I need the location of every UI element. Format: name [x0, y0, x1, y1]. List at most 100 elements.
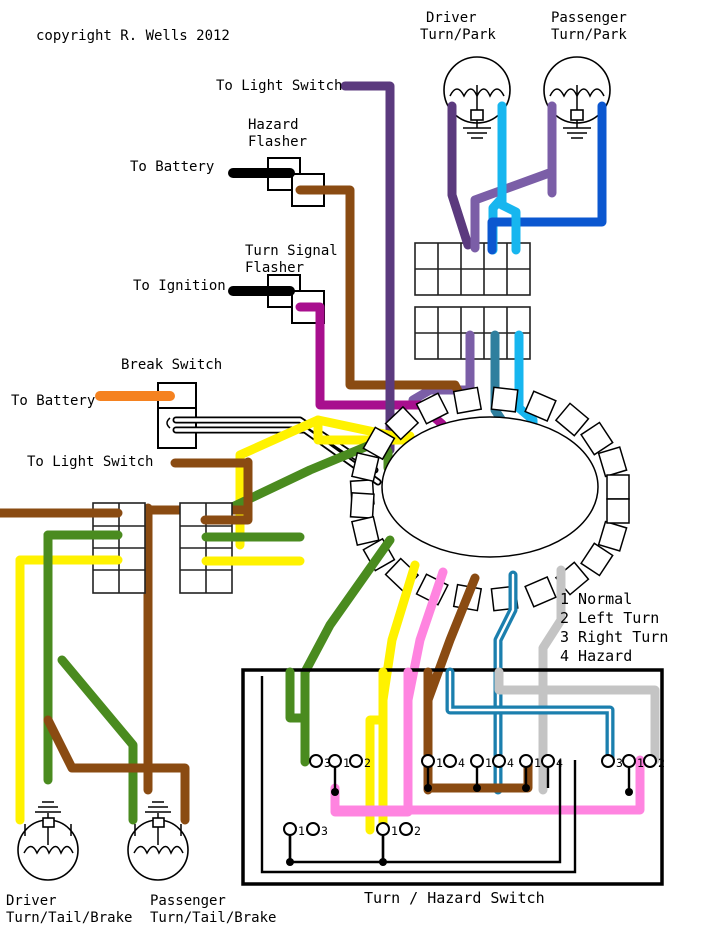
- label-passenger-tail-line1: Passenger: [150, 893, 226, 909]
- label-driver-tail-line2: Turn/Tail/Brake: [6, 910, 133, 926]
- switch-terminal-t-r1[interactable]: 1: [328, 754, 350, 770]
- switch-terminal-t-c4a[interactable]: 4: [443, 754, 465, 770]
- label-turn-signal-flasher-line2: Flasher: [245, 260, 305, 276]
- passenger-tail-bulb: [127, 801, 189, 881]
- ring-contact-upper-3[interactable]: [362, 426, 396, 461]
- junction-dot: [286, 858, 294, 866]
- switch-terminal-t-c1c[interactable]: 1: [519, 754, 541, 770]
- switch-terminal-t-c4c[interactable]: 4: [541, 754, 563, 770]
- switch-terminal-b-3a[interactable]: 3: [306, 822, 328, 838]
- switch-caption: Turn / Hazard Switch: [364, 889, 545, 907]
- switch-terminal-t-c1a[interactable]: 1: [421, 754, 443, 770]
- label-hazard-flasher-line2: Flasher: [248, 134, 308, 150]
- terminal-number: 4: [507, 756, 514, 770]
- copyright-label: copyright R. Wells 2012: [36, 28, 230, 44]
- ring-contact-lower-11[interactable]: [597, 520, 628, 552]
- label-passenger-tail-line2: Turn/Tail/Brake: [150, 910, 277, 926]
- connector-block-left-1: [92, 502, 146, 594]
- sw-black-rail-2: [260, 676, 577, 874]
- terminal-number: 4: [556, 756, 563, 770]
- legend-item-3: 3 Right Turn: [560, 628, 669, 646]
- terminal-number: 3: [324, 756, 331, 770]
- junction-dot: [424, 784, 432, 792]
- wire-passenger-purple-run: [470, 101, 557, 253]
- ring-contact-lower-10[interactable]: [580, 542, 614, 577]
- switch-terminal-t-r2[interactable]: 2: [349, 754, 371, 770]
- ring-contact-upper-4[interactable]: [384, 405, 420, 441]
- terminal-number: 1: [534, 756, 541, 770]
- legend-item-4: 4 Hazard: [560, 647, 633, 665]
- switch-terminal-t-l3[interactable]: 3: [601, 754, 623, 770]
- terminal-number: 2: [658, 756, 665, 770]
- label-turn-signal-flasher-line1: Turn Signal: [245, 243, 338, 259]
- terminal-number: 1: [343, 756, 350, 770]
- sw-green-bus: [285, 667, 310, 767]
- label-driver-turn-park-line1: Driver: [426, 10, 477, 26]
- label-passenger-turn-park-line2: Turn/Park: [551, 27, 627, 43]
- label-hazard-flasher-line1: Hazard: [248, 117, 299, 133]
- wire-passenger-blue: [487, 101, 607, 255]
- sw-pink-link: [330, 667, 413, 817]
- ring-contact-upper-7[interactable]: [490, 386, 519, 413]
- terminal-number: 1: [637, 756, 644, 770]
- label-driver-tail-line1: Driver: [6, 893, 57, 909]
- terminal-number: 3: [616, 756, 623, 770]
- switch-terminal-b-1a[interactable]: 1: [283, 822, 305, 838]
- label-break-switch: Break Switch: [121, 357, 223, 373]
- switch-terminal-t-r3[interactable]: 3: [309, 754, 331, 770]
- label-passenger-turn-park-line1: Passenger: [551, 10, 627, 26]
- wire-driver-purple: [447, 101, 473, 250]
- ring-contact-lower-8[interactable]: [524, 576, 557, 608]
- junction-dot: [331, 788, 339, 796]
- ring-contact-upper-6[interactable]: [452, 386, 483, 415]
- junction-dot: [625, 788, 633, 796]
- ring-contact-upper-8[interactable]: [524, 390, 557, 422]
- label-driver-turn-park-line2: Turn/Park: [420, 27, 496, 43]
- switch-terminal-t-c4b[interactable]: 4: [492, 754, 514, 770]
- terminal-number: 4: [458, 756, 465, 770]
- switch-terminal-t-l1[interactable]: 1: [622, 754, 644, 770]
- sw-blue-bus-stripe: [448, 670, 612, 762]
- ring-contact-upper-2[interactable]: [350, 451, 380, 483]
- wire-green-diag: [57, 655, 138, 825]
- ring-contact-lower-2[interactable]: [350, 515, 380, 547]
- terminal-number: 1: [391, 824, 398, 838]
- legend-item-1: 1 Normal: [560, 590, 633, 608]
- wire-driver-cyan-jog: [497, 101, 521, 255]
- wire-block2-purple-out: [408, 330, 475, 405]
- wire-block-l2-brown: [200, 457, 253, 525]
- label-to-ignition: To Ignition: [133, 278, 226, 294]
- label-to-battery-top: To Battery: [130, 159, 215, 175]
- label-to-light-switch-top: To Light Switch: [216, 78, 343, 94]
- driver-tail-bulb: [17, 801, 79, 881]
- terminal-number: 1: [436, 756, 443, 770]
- switch-terminal-t-c1b[interactable]: 1: [470, 754, 492, 770]
- ring-contact-upper-10[interactable]: [580, 421, 614, 456]
- ring-contact-lower-12[interactable]: [606, 498, 630, 524]
- sw-gray-bus: [494, 667, 660, 765]
- legend-item-2: 2 Left Turn: [560, 609, 660, 627]
- switch-terminal-b-1b[interactable]: 1: [376, 822, 398, 838]
- junction-dot: [379, 858, 387, 866]
- wire-brown-bottom-run: [43, 715, 190, 825]
- junction-dot: [522, 784, 530, 792]
- switch-terminal-t-l2[interactable]: 2: [643, 754, 665, 770]
- label-to-battery-left: To Battery: [11, 393, 96, 409]
- terminal-number: 1: [298, 824, 305, 838]
- wire-ring-blue-down-stripe: [496, 573, 515, 792]
- ring-contact-lower-1[interactable]: [349, 492, 375, 519]
- terminal-number: 3: [321, 824, 328, 838]
- label-to-light-switch-left: To Light Switch: [27, 454, 154, 470]
- ring-contact-upper-5[interactable]: [415, 392, 449, 425]
- sw-yellow-bus: [365, 667, 388, 835]
- wire-to-light-switch-purple: [340, 81, 395, 455]
- terminal-number: 1: [485, 756, 492, 770]
- junction-dot: [473, 784, 481, 792]
- ring-contact-upper-9[interactable]: [554, 402, 590, 437]
- switch-terminal-b-2b[interactable]: 2: [399, 822, 421, 838]
- terminal-number: 2: [364, 756, 371, 770]
- ring-contact-upper-11[interactable]: [597, 446, 628, 478]
